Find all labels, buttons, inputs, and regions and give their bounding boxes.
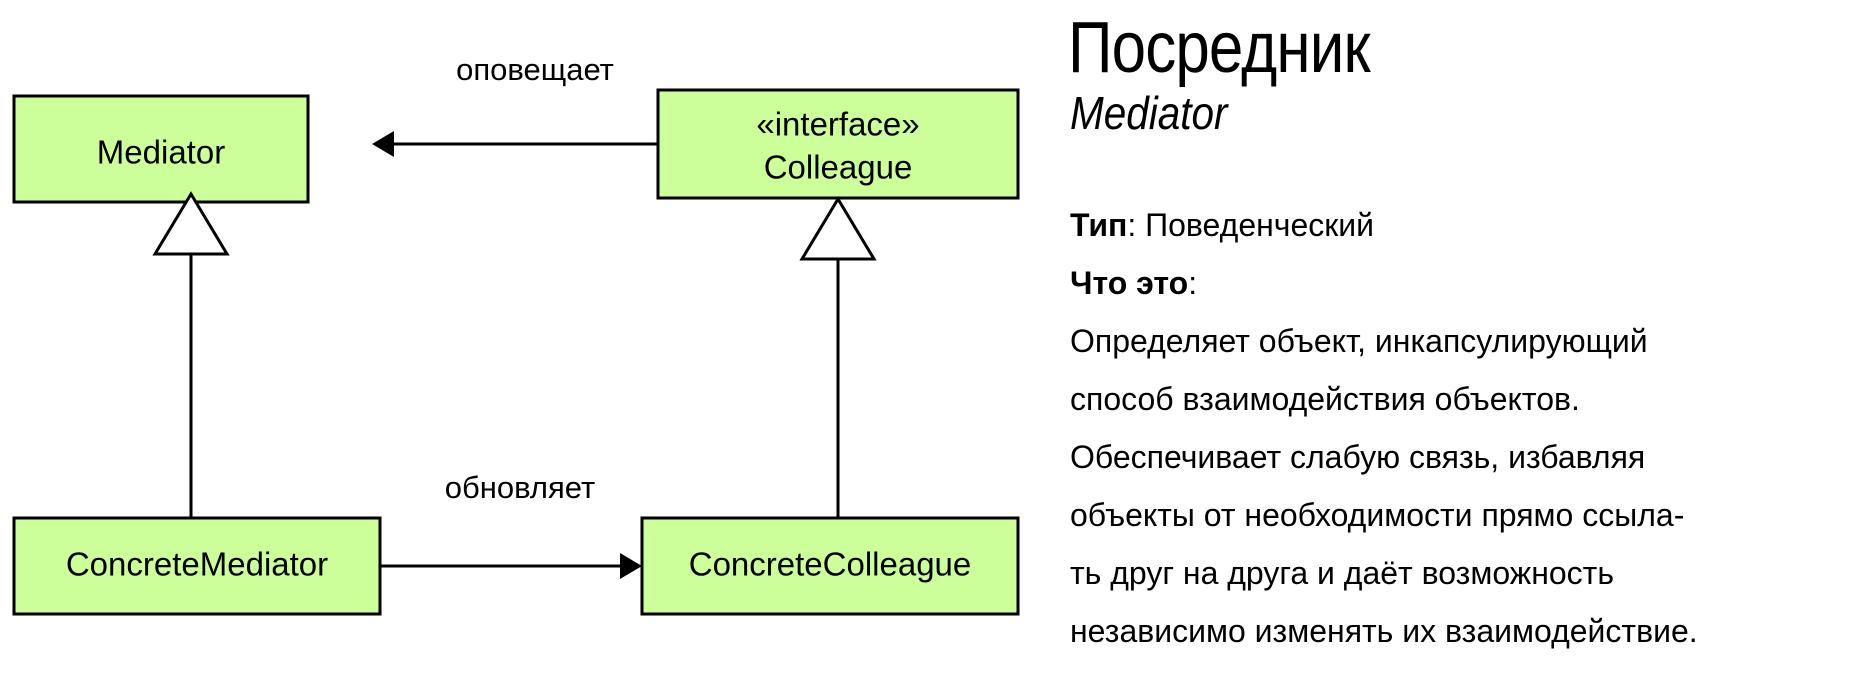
description-line: способ взаимодействия объектов. xyxy=(1070,381,1580,417)
mediator-box-rect xyxy=(12,94,310,204)
colleague-box-label: Colleague xyxy=(764,149,913,186)
type-value: : Поведенческий xyxy=(1127,207,1374,243)
mediator-generalization-triangle xyxy=(152,191,230,256)
concrete-colleague-class-box[interactable]: ConcreteColleague xyxy=(640,516,1020,616)
notifies-arrowhead xyxy=(372,131,394,157)
concrete-colleague-box-rect xyxy=(640,516,1020,616)
what-label: Что это xyxy=(1070,265,1189,301)
pattern-subtitle: Mediator xyxy=(1070,87,1228,139)
mediator-class-box[interactable]: Mediator xyxy=(12,94,310,204)
what-row: Что это: xyxy=(1070,254,1850,312)
colleague-generalization-triangle xyxy=(799,196,877,261)
colleague-interface-box[interactable]: «interface» Colleague xyxy=(656,88,1020,200)
updates-association-edge: обновляет xyxy=(380,470,642,579)
colleague-box-rect xyxy=(656,88,1020,200)
what-suffix: : xyxy=(1188,265,1198,301)
pattern-title: Посредник xyxy=(1068,8,1371,88)
description-line: Обеспечивает слабую связь, избавляя xyxy=(1070,439,1646,475)
concrete-mediator-box-rect xyxy=(12,516,382,616)
concrete-colleague-box-label: ConcreteColleague xyxy=(689,546,972,583)
pattern-description: Тип: Поведенческий Что это: Определяет о… xyxy=(1070,196,1850,660)
concrete-mediator-class-box[interactable]: ConcreteMediator xyxy=(12,516,382,616)
concrete-mediator-box-label: ConcreteMediator xyxy=(66,546,328,583)
description-line: ть друг на друга и даёт возможность xyxy=(1070,555,1614,591)
mediator-box-label: Mediator xyxy=(97,134,225,171)
type-label: Тип xyxy=(1070,207,1128,243)
updates-edge-label: обновляет xyxy=(445,470,595,505)
description-line: Определяет объект, инкапсулирующий xyxy=(1070,323,1648,359)
uml-class-diagram: Mediator «interface» Colleague ConcreteM… xyxy=(12,52,1020,616)
colleague-generalization-edge xyxy=(799,196,877,518)
colleague-stereotype-label: «interface» xyxy=(756,106,919,143)
mediator-generalization-edge xyxy=(152,191,230,518)
description-line: объекты от необходимости прямо ссыла- xyxy=(1070,497,1685,533)
notifies-association-edge: оповещает xyxy=(372,52,658,157)
updates-arrowhead xyxy=(620,553,642,579)
type-row: Тип: Поведенческий xyxy=(1070,196,1850,254)
notifies-edge-label: оповещает xyxy=(456,52,614,87)
description-line: независимо изменять их взаимодействие. xyxy=(1070,613,1698,649)
